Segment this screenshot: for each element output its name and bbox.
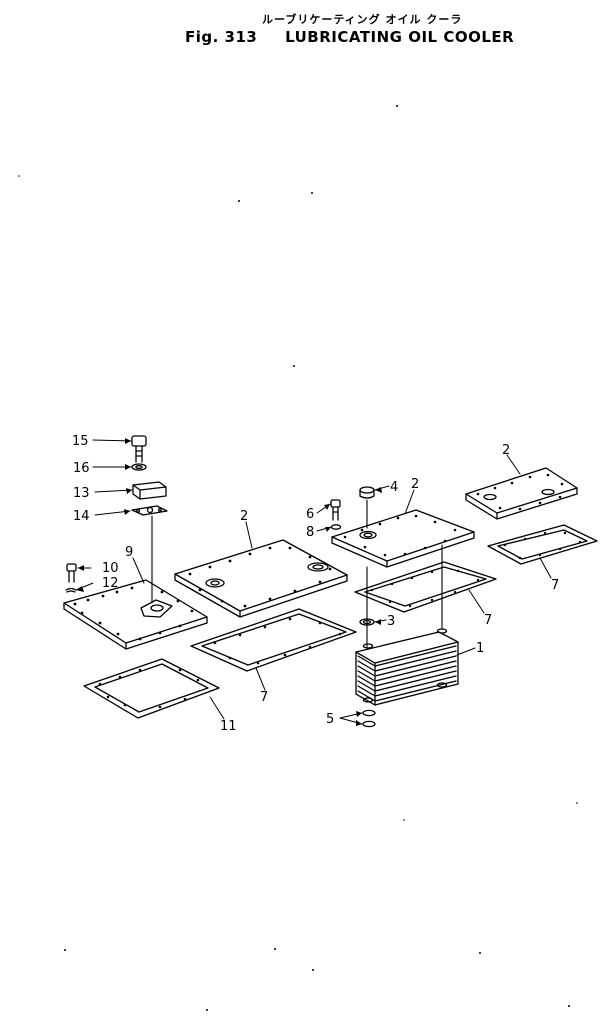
callout-10: 10 (102, 561, 119, 576)
figure-title-japanese: ルーブリケーティング オイル クーラ (262, 13, 463, 26)
gasket-7-right (487, 524, 598, 565)
washer-12 (65, 587, 77, 593)
callout-12: 12 (102, 576, 119, 591)
callout-11: 11 (220, 719, 237, 734)
figure-title: Fig. 313 LUBRICATING OIL COOLER (185, 28, 514, 46)
callout-15: 15 (72, 434, 89, 449)
cooler-core-1 (355, 628, 459, 706)
callout-7-center: 7 (484, 613, 492, 628)
gasket-7-middle (190, 608, 357, 672)
block-13 (132, 481, 167, 500)
cover-2-upper-right (465, 467, 578, 520)
callout-2-large: 2 (240, 509, 248, 524)
cover-9 (63, 579, 208, 650)
leader-arrows (76, 438, 382, 726)
gasket-11 (83, 658, 220, 719)
callout-6: 6 (306, 507, 314, 522)
plug-4 (359, 486, 375, 499)
figure-title-english: LUBRICATING OIL COOLER (285, 28, 515, 46)
gasket-14 (131, 505, 168, 516)
bolt-6 (330, 499, 341, 521)
callout-2-upper-right: 2 (502, 443, 510, 458)
cover-2-large (174, 539, 348, 618)
callout-3: 3 (387, 614, 395, 629)
callout-labels: 15 16 13 14 9 10 12 11 2 7 6 8 4 2 2 7 7… (72, 434, 559, 734)
bolt-15 (131, 435, 147, 463)
callout-2-middle: 2 (411, 477, 419, 492)
scan-specks (18, 105, 578, 1011)
leader-lines (75, 439, 552, 725)
callout-4: 4 (390, 480, 398, 495)
callout-5: 5 (326, 712, 334, 727)
washer-8 (330, 524, 342, 530)
callout-1: 1 (476, 641, 484, 656)
callout-14: 14 (73, 509, 90, 524)
callout-7-middle: 7 (260, 690, 268, 705)
callout-9: 9 (125, 545, 133, 560)
callout-7-right: 7 (551, 578, 559, 593)
callout-16: 16 (73, 461, 90, 476)
washer-16 (131, 463, 147, 471)
cover-2-middle (331, 509, 475, 568)
callout-13: 13 (73, 486, 90, 501)
figure-number: Fig. 313 (185, 28, 258, 46)
bolt-10 (66, 563, 77, 583)
orings-5 (362, 709, 376, 728)
callout-8: 8 (306, 525, 314, 540)
gasket-7-center (354, 561, 497, 613)
